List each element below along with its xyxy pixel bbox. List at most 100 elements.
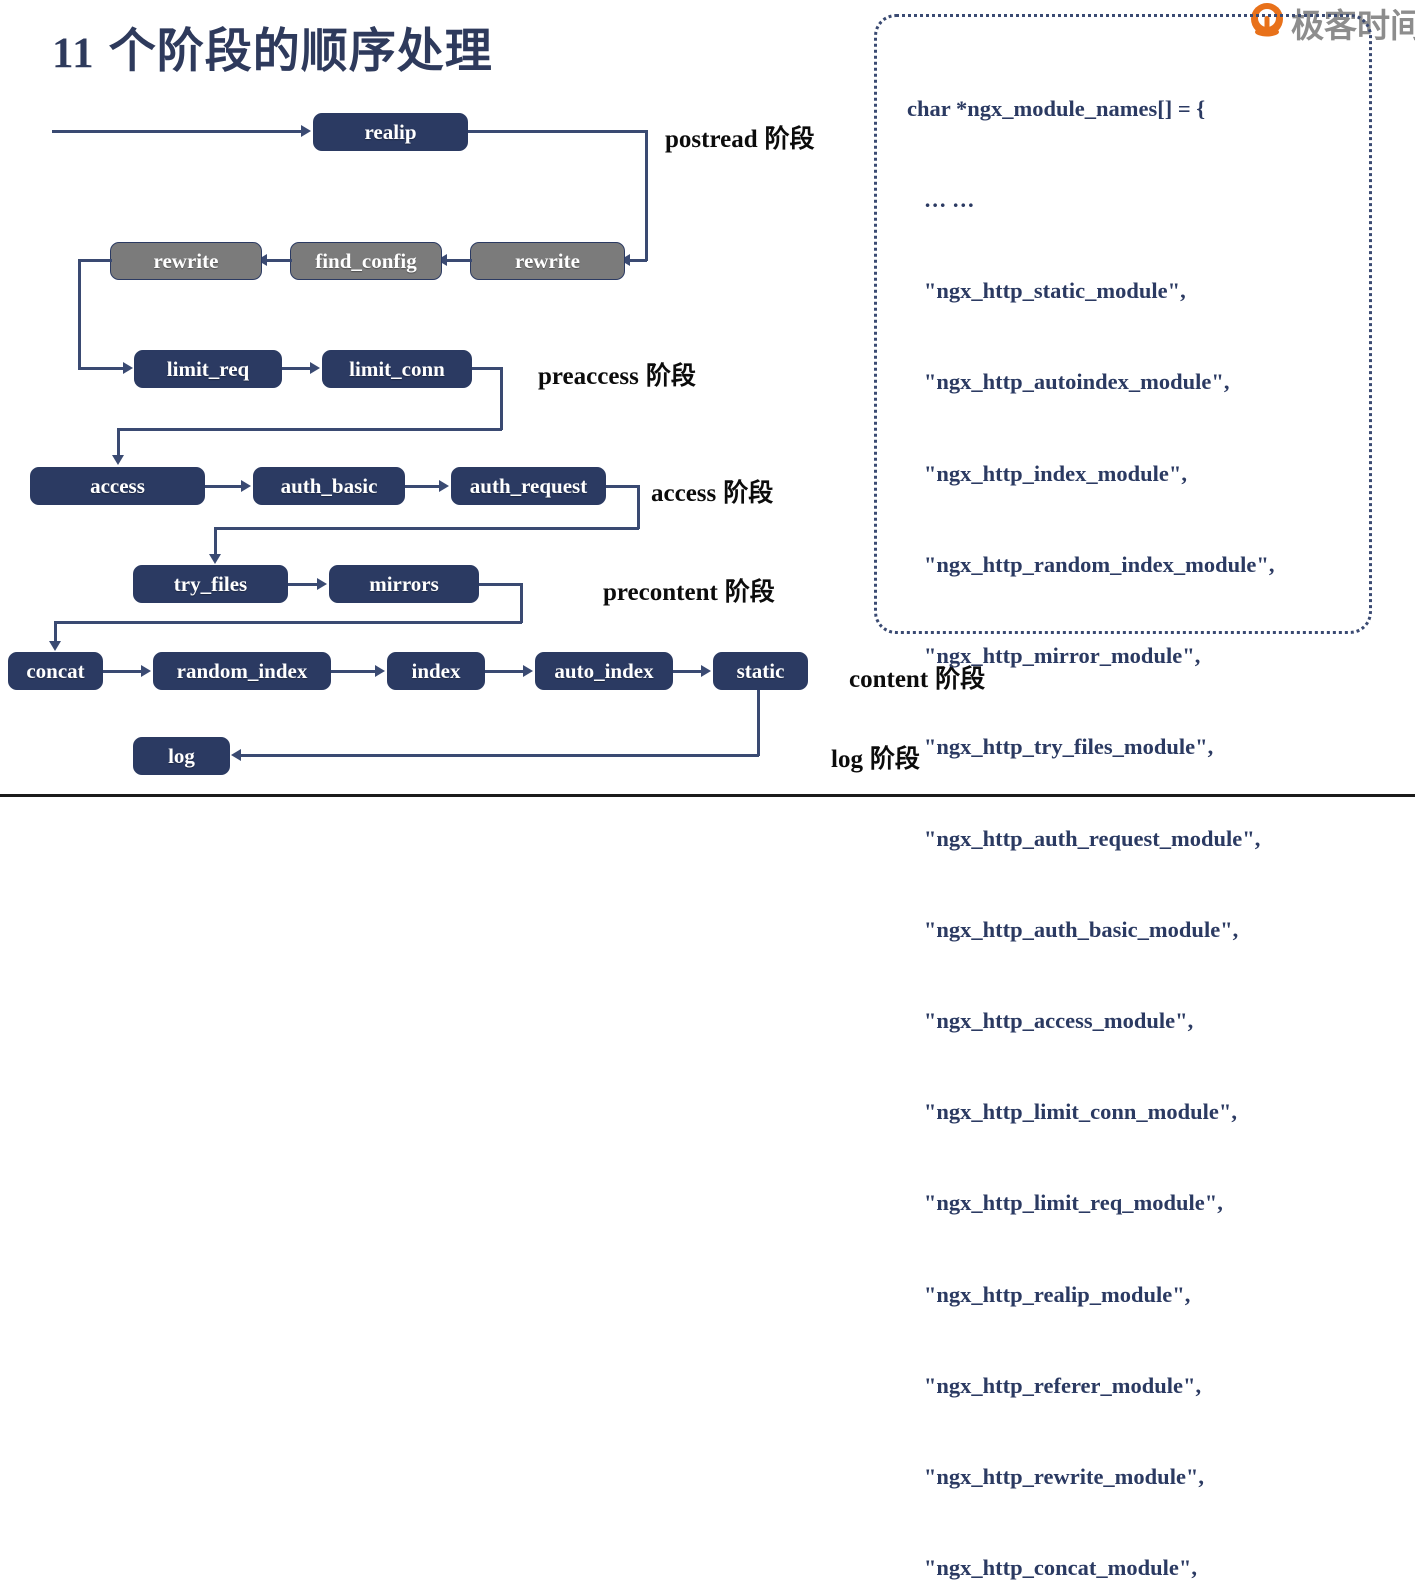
code-line: "ngx_http_mirror_module", xyxy=(907,643,1201,669)
connector-into-rewrite-pre xyxy=(628,259,647,262)
stage-label-cn: 阶段 xyxy=(928,665,986,693)
code-line: "ngx_http_referer_module", xyxy=(907,1372,1202,1398)
arrowhead-to-authrequest xyxy=(439,480,449,492)
stage-label-cn: 阶段 xyxy=(757,125,815,153)
connector-mirrors-down xyxy=(520,583,523,623)
flow-node-log[interactable]: log xyxy=(133,737,230,775)
code-line: "ngx_http_limit_conn_module", xyxy=(907,1099,1238,1125)
arrowhead-to-concat xyxy=(49,641,61,651)
code-line: "ngx_http_realip_module", xyxy=(907,1281,1191,1307)
page-title-text: 个阶段的顺序处理 xyxy=(94,24,493,77)
flow-node-auth-request[interactable]: auth_request xyxy=(451,467,606,505)
flow-node-auth-basic[interactable]: auth_basic xyxy=(253,467,405,505)
connector-autoindex-to-static xyxy=(673,670,705,673)
page-title-number: 11 xyxy=(52,30,95,77)
code-line: "ngx_http_access_module", xyxy=(907,1008,1194,1033)
connector-index-to-autoindex xyxy=(485,670,527,673)
connector-mirrors-out xyxy=(479,583,522,586)
stage-label-log: log 阶段 xyxy=(831,739,920,775)
connector-rewritepost-left xyxy=(78,259,112,262)
arrowhead-to-mirrors xyxy=(317,578,327,590)
flow-node-label: access xyxy=(90,473,145,498)
connector-randomindex-to-index xyxy=(331,670,379,673)
connector-to-tryfiles-horizontal xyxy=(214,527,639,530)
arrowhead-to-authbasic xyxy=(241,480,251,492)
flow-node-label: limit_req xyxy=(166,356,250,381)
stage-label-postread: postread 阶段 xyxy=(665,119,815,155)
code-line: "ngx_http_concat_module", xyxy=(907,1555,1197,1581)
connector-concat-to-randomindex xyxy=(103,670,145,673)
flow-node-label: auth_request xyxy=(469,473,588,498)
bottom-divider xyxy=(0,794,1415,797)
code-line: … … xyxy=(907,187,975,213)
arrowhead-to-randomindex xyxy=(141,665,151,677)
flow-node-mirrors[interactable]: mirrors xyxy=(329,565,479,603)
connector-to-concat-down xyxy=(54,621,57,645)
flow-node-find-config[interactable]: find_config xyxy=(290,242,442,280)
stage-label-cn: 阶段 xyxy=(717,578,775,606)
flow-node-index[interactable]: index xyxy=(387,652,485,690)
connector-static-down xyxy=(757,690,760,756)
flow-node-label: limit_conn xyxy=(349,356,445,381)
connector-findconfig-to-rewritepost xyxy=(264,259,292,262)
code-line: "ngx_http_autoindex_module", xyxy=(907,369,1230,395)
connector-limitreq-to-limitconn xyxy=(282,367,314,370)
code-line: "ngx_http_rewrite_module", xyxy=(907,1464,1205,1490)
flow-node-label: auth_basic xyxy=(280,473,378,498)
flow-node-limit-conn[interactable]: limit_conn xyxy=(322,350,472,388)
geektime-logo-icon xyxy=(1247,1,1287,46)
flow-node-auto-index[interactable]: auto_index xyxy=(535,652,673,690)
flow-node-label: try_files xyxy=(173,571,248,596)
arrowhead-to-log xyxy=(231,749,241,761)
arrowhead-to-limitreq xyxy=(123,362,133,374)
arrowhead-to-rewritepost xyxy=(257,254,267,266)
arrowhead-to-findconfig xyxy=(437,254,447,266)
connector-rewritepre-to-findconfig xyxy=(444,259,472,262)
code-line: "ngx_http_index_module", xyxy=(907,460,1188,486)
code-panel: char *ngx_module_names[] = { … … "ngx_ht… xyxy=(874,14,1372,1580)
flow-node-realip[interactable]: realip xyxy=(313,113,468,151)
page-title: 11 个阶段的顺序处理 xyxy=(52,22,493,83)
connector-authrequest-out xyxy=(606,485,639,488)
stage-label-access: access 阶段 xyxy=(651,473,773,509)
stage-label-cn: 阶段 xyxy=(862,745,920,773)
flow-node-access[interactable]: access xyxy=(30,467,205,505)
stage-label-en: postread xyxy=(665,126,758,153)
stage-label-cn: 阶段 xyxy=(638,362,696,390)
connector-to-access-down xyxy=(117,428,120,458)
connector-realip-out xyxy=(468,130,648,133)
flow-node-label: realip xyxy=(364,119,417,144)
connector-realip-down xyxy=(645,130,648,261)
flow-node-rewrite-post[interactable]: rewrite xyxy=(110,242,262,280)
connector-to-limitreq xyxy=(78,367,127,370)
flow-node-rewrite-pre[interactable]: rewrite xyxy=(470,242,625,280)
flow-node-label: random_index xyxy=(176,658,308,683)
stage-label-content: content 阶段 xyxy=(849,659,985,695)
connector-to-log-horizontal xyxy=(239,754,759,757)
connector-to-concat-horizontal xyxy=(54,621,522,624)
connector-limitconn-out xyxy=(472,367,502,370)
flow-node-label: find_config xyxy=(315,248,417,273)
flow-node-try-files[interactable]: try_files xyxy=(133,565,288,603)
code-line: "ngx_http_static_module", xyxy=(907,278,1186,304)
connector-authbasic-to-authrequest xyxy=(405,485,443,488)
flow-node-concat[interactable]: concat xyxy=(8,652,103,690)
code-line: char *ngx_module_names[] = { xyxy=(907,95,1206,121)
code-block: char *ngx_module_names[] = { … … "ngx_ht… xyxy=(907,33,1275,1594)
arrowhead-to-access xyxy=(112,455,124,465)
flow-node-random-index[interactable]: random_index xyxy=(153,652,331,690)
flow-node-limit-req[interactable]: limit_req xyxy=(134,350,282,388)
flow-node-static[interactable]: static xyxy=(713,652,808,690)
stage-label-en: preaccess xyxy=(538,363,639,390)
connector-to-access-horizontal xyxy=(117,428,502,431)
stage-label-en: access xyxy=(651,480,717,507)
code-line: "ngx_http_try_files_module", xyxy=(907,734,1214,760)
connector-authrequest-down xyxy=(637,485,640,529)
stage-label-en: log xyxy=(831,746,863,773)
arrowhead-to-tryfiles xyxy=(209,554,221,564)
connector-entry-to-realip xyxy=(52,130,304,133)
stage-label-precontent: precontent 阶段 xyxy=(603,572,775,608)
stage-label-cn: 阶段 xyxy=(716,479,774,507)
code-line: "ngx_http_auth_basic_module", xyxy=(907,916,1239,942)
